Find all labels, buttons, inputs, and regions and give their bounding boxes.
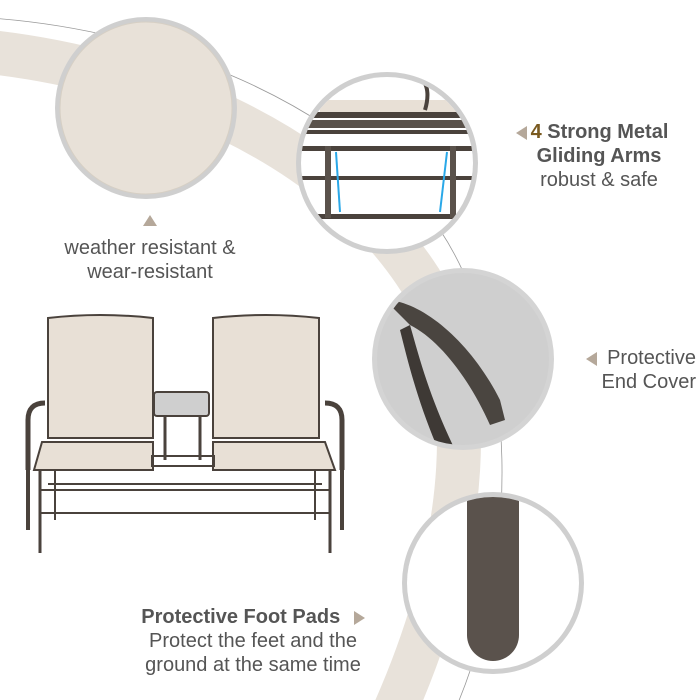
- end-cover-line1: Protective: [607, 347, 696, 369]
- end-cover-line2: End Cover: [601, 371, 697, 393]
- gliding-arms-count: 4: [530, 121, 542, 143]
- pointer-left-icon: [586, 351, 598, 366]
- gliding-arms-title-line2: Gliding Arms: [536, 145, 662, 167]
- foot-pads-line2: ground at the same time: [145, 654, 361, 676]
- foot-pads-line1: Protect the feet and the: [149, 630, 357, 652]
- foot-pads-title: Protective Foot Pads: [141, 606, 341, 628]
- pointer-up-icon: [143, 215, 157, 226]
- pointer-right-icon: [353, 610, 365, 625]
- feature-fabric-line2: wear-resistant: [87, 261, 213, 283]
- gliding-arms-title-line1: Strong Metal: [547, 121, 669, 143]
- gliding-arms-subtitle: robust & safe: [540, 169, 658, 191]
- feature-end-cover: Protective End Cover: [566, 346, 696, 394]
- pointer-left-icon: [515, 125, 527, 140]
- feature-fabric-line1: weather resistant &: [64, 237, 236, 259]
- feature-fabric: weather resistant & wear-resistant: [30, 208, 270, 284]
- feature-gliding-arms: 4 Strong Metal Gliding Arms robust & saf…: [492, 120, 692, 192]
- feature-foot-pads: Protective Foot Pads Protect the feet an…: [118, 605, 388, 677]
